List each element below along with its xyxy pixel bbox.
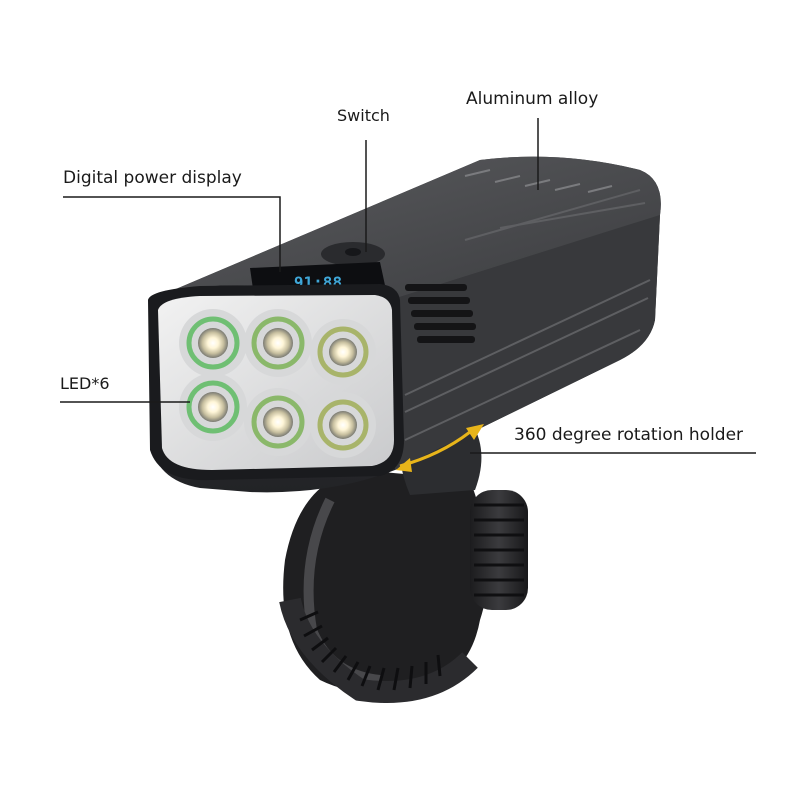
led-faceplate <box>148 284 404 481</box>
led-1 <box>179 309 247 377</box>
handlebar-mount <box>279 420 528 703</box>
callout-led-count: LED*6 <box>60 374 110 393</box>
led-4 <box>179 373 247 441</box>
callout-rotation-holder: 360 degree rotation holder <box>514 425 744 445</box>
callout-switch: Switch <box>337 106 390 125</box>
callout-digital-display: Digital power display <box>63 168 242 188</box>
callout-aluminum-alloy: Aluminum alloy <box>466 89 599 109</box>
leader-lines <box>60 118 756 454</box>
led-6 <box>310 392 376 458</box>
led-array <box>179 309 376 458</box>
power-switch <box>321 242 385 266</box>
rotation-arrow-icon <box>396 424 484 472</box>
led-3 <box>310 319 376 385</box>
led-5 <box>244 388 312 456</box>
vent-grille <box>405 284 476 343</box>
led-2 <box>244 309 312 377</box>
display-leader-line <box>63 196 281 272</box>
